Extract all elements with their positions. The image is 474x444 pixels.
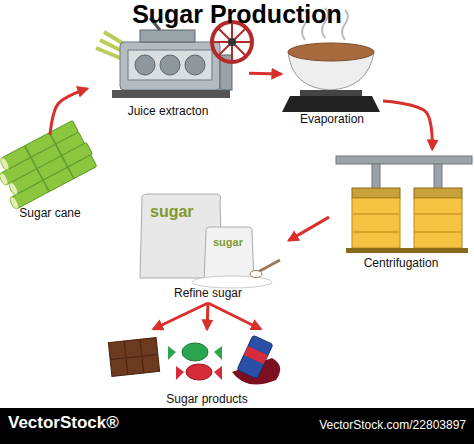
process-step: Juice extracton [88,16,248,120]
process-step: Sugar products [100,330,314,408]
flow-arrow [249,73,281,75]
arrow-line [208,303,261,329]
step-label: Evaporation [300,112,364,128]
watermark: VectorStock.com/22803897 [319,418,466,432]
process-step: Evaporation [282,20,382,128]
step-label: Juice extracton [128,104,209,120]
arrow-line [50,89,87,135]
process-step: Sugar cane [2,136,98,222]
process-step: Centrifugation [330,150,472,272]
sugar-bags-illustration [140,194,280,288]
bag-text: sugar [150,203,194,221]
bag-text: sugar [213,236,243,248]
flow-arrow [50,89,87,135]
flow-arrow [289,217,329,240]
diagram-title: Sugar Production [0,0,474,29]
arrow-line [289,217,329,240]
arrow-line [383,101,432,149]
centrifuge-illustration [336,156,472,253]
press-machine-illustration [96,18,252,98]
flow-arrow [154,303,261,329]
arrow-line [207,303,208,329]
watermark: VectorStock® [8,413,119,433]
title-text: Sugar Production [0,0,474,29]
step-label: Centrifugation [364,256,439,272]
sugar-products-illustration [108,335,280,384]
step-label: Refine sugar [174,286,242,302]
flow-arrow [383,101,432,149]
arrow-line [154,303,209,329]
step-label: Sugar products [166,392,247,408]
arrow-line [249,72,281,76]
step-label: Sugar cane [19,206,80,222]
